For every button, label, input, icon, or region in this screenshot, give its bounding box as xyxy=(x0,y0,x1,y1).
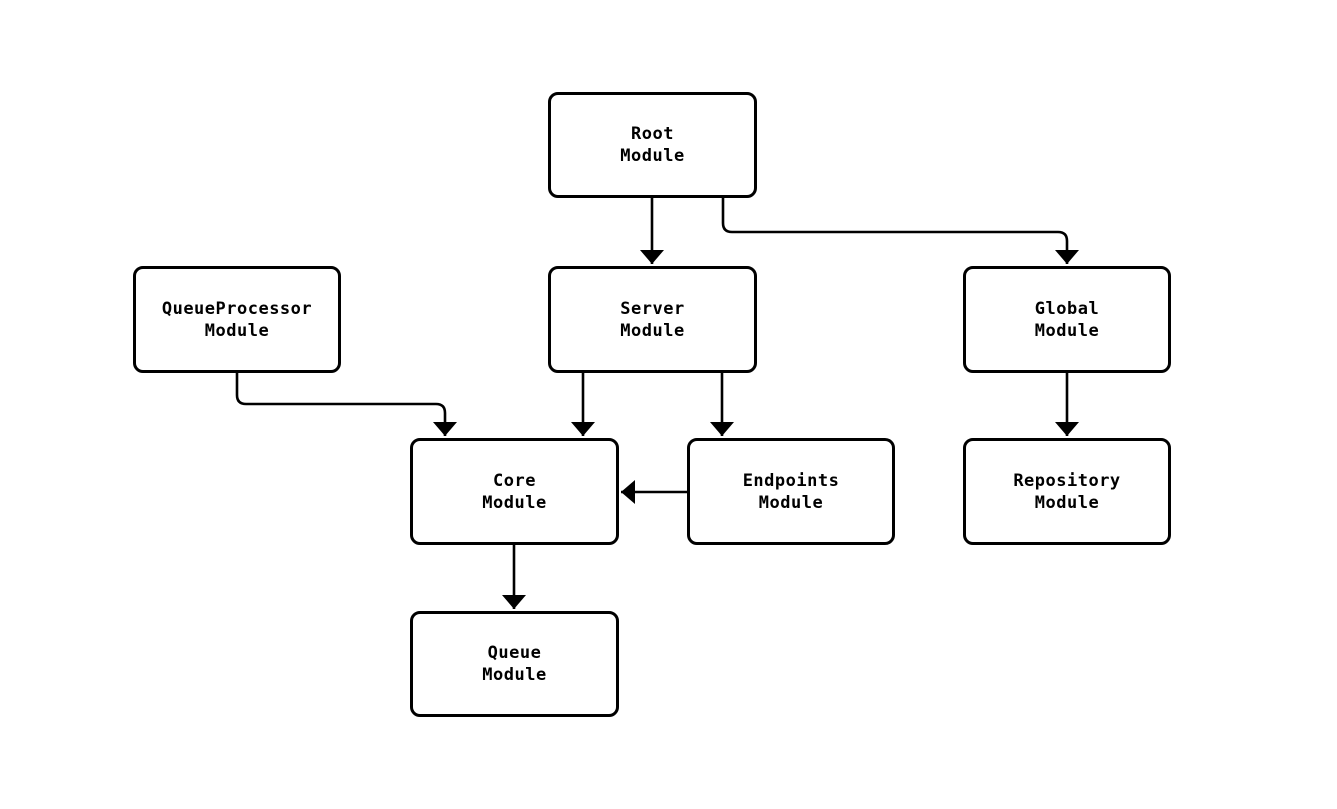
node-label-queueprocessor: QueueProcessor Module xyxy=(161,298,313,341)
node-label-root: Root Module xyxy=(620,124,685,166)
node-label-core: Core Module xyxy=(482,470,547,513)
node-server: Server Module xyxy=(548,266,757,373)
node-endpoints: Endpoints Module xyxy=(687,438,895,545)
edge-root-global xyxy=(721,198,1079,264)
node-global: Global Module xyxy=(963,266,1171,373)
edge-queueprocessor-core xyxy=(235,373,457,436)
node-label-server: Server Module xyxy=(620,298,685,341)
node-root: Root Module xyxy=(548,92,757,198)
node-core: Core Module xyxy=(410,438,619,545)
node-label-repository: Repository Module xyxy=(1013,470,1121,513)
node-queueprocessor: QueueProcessor Module xyxy=(133,266,341,373)
node-queue: Queue Module xyxy=(410,611,619,717)
node-label-endpoints: Endpoints Module xyxy=(742,470,840,513)
node-repository: Repository Module xyxy=(963,438,1171,545)
node-label-queue: Queue Module xyxy=(482,643,547,685)
node-label-global: Global Module xyxy=(1034,298,1100,341)
